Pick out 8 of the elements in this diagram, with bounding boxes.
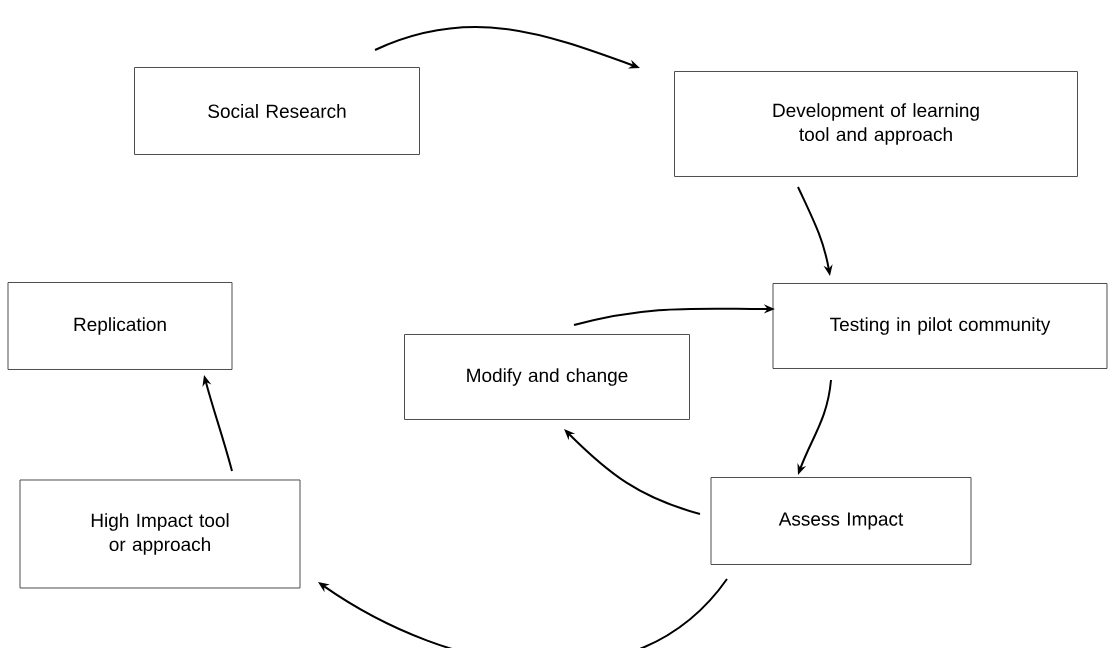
process-box: Social Research [134,67,420,155]
process-box: Modify and change [404,334,690,420]
process-box: Testing in pilot community [772,283,1108,369]
process-box: Replication [7,282,233,370]
process-box: Development of learning tool and approach [674,71,1078,177]
arrow [564,429,701,515]
process-box: High Impact tool or approach [19,479,301,589]
process-box: Assess Impact [710,477,972,565]
